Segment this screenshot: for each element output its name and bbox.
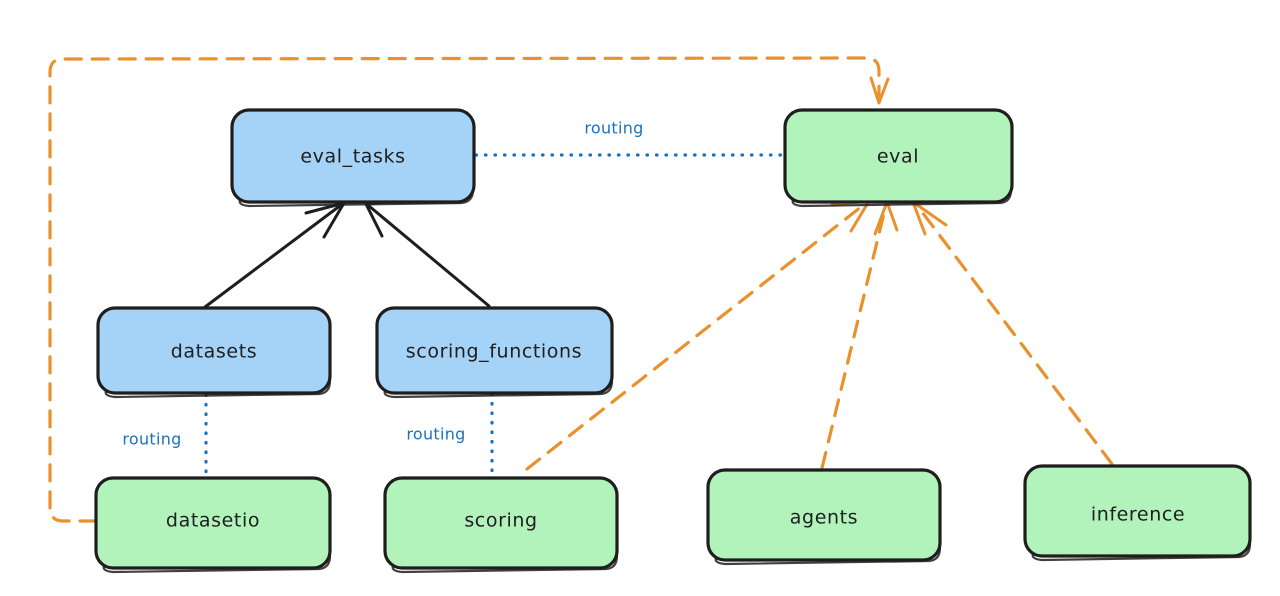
node-eval_tasks-label: eval_tasks — [300, 146, 405, 168]
node-agents-box — [706, 468, 942, 562]
node-scoring_functions[interactable]: scoring_functions — [375, 306, 614, 399]
edge-scoring_functions-to-eval_tasks — [367, 204, 491, 308]
node-agents[interactable]: agents — [706, 468, 942, 566]
node-inference-shadow — [1031, 542, 1252, 562]
node-inference[interactable]: inference — [1023, 464, 1252, 562]
node-scoring[interactable]: scoring — [383, 476, 619, 574]
edges-layer — [48, 56, 1114, 523]
node-scoring-shadow — [391, 554, 619, 574]
node-datasets-box — [96, 306, 332, 395]
node-eval-label: eval — [877, 146, 919, 168]
nodes-layer: eval_tasks eval datasets scoring_functio… — [94, 108, 1252, 574]
edge-inference-to-eval-arrowhead — [911, 200, 948, 236]
node-scoring-label: scoring — [464, 510, 537, 532]
node-datasetio-shadow — [102, 554, 332, 574]
node-scoring_functions-box — [375, 306, 614, 395]
node-eval_tasks[interactable]: eval_tasks — [230, 108, 476, 208]
node-datasets-label: datasets — [171, 341, 258, 363]
node-eval[interactable]: eval — [783, 108, 1014, 208]
node-datasets[interactable]: datasets — [96, 306, 332, 399]
node-scoring_functions-shadow — [383, 379, 614, 399]
node-scoring_functions-label: scoring_functions — [406, 341, 582, 363]
node-eval_tasks-box — [230, 108, 476, 204]
edge-datasets-to-eval_tasks — [203, 203, 343, 309]
edge-agents-to-eval — [820, 203, 888, 470]
node-agents-label: agents — [790, 507, 858, 529]
node-eval-shadow — [791, 188, 1013, 208]
edge-labels-layer: routing routing routing — [122, 119, 643, 449]
node-inference-box — [1023, 464, 1252, 558]
node-datasetio-label: datasetio — [166, 510, 260, 532]
edge-label-routing-datasets-datasetio: routing — [122, 430, 181, 449]
node-scoring-box — [383, 476, 619, 570]
edge-label-routing-scoring_functions-scoring: routing — [406, 425, 465, 444]
node-inference-label: inference — [1091, 504, 1185, 526]
node-eval_tasks-shadow — [238, 188, 475, 208]
edge-inference-to-eval — [914, 202, 1114, 466]
edge-label-routing-eval_tasks-eval: routing — [584, 119, 643, 138]
node-datasetio-box — [94, 476, 332, 570]
node-datasetio[interactable]: datasetio — [94, 476, 332, 574]
node-eval-box — [783, 108, 1014, 204]
edge-scoring-to-eval — [525, 201, 868, 471]
node-agents-shadow — [714, 546, 942, 566]
edge-datasetio-to-eval — [48, 56, 881, 523]
node-datasets-shadow — [104, 379, 332, 399]
edge-agents-to-eval-arrowhead — [873, 200, 899, 236]
edge-datasetio-to-eval-arrowhead — [869, 76, 890, 105]
